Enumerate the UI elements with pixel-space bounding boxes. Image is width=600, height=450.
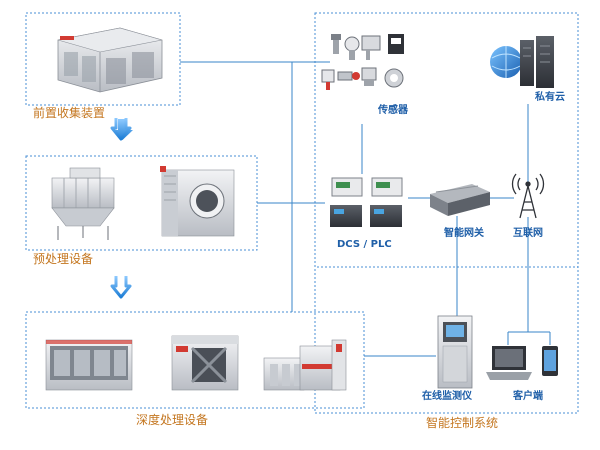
sensor-icon	[344, 36, 360, 60]
sensor-icon	[384, 68, 404, 88]
private-cloud-label: 私有云	[535, 92, 565, 103]
deep-treatment-box	[25, 311, 365, 409]
front-collection-box	[25, 12, 181, 106]
plc-module-icon	[331, 177, 363, 197]
control-system-label: 智能控制系统	[426, 416, 499, 430]
sensor-icon	[361, 35, 381, 60]
sensor-icon	[331, 34, 341, 54]
laptop-icon	[486, 346, 532, 380]
down-arrow-icon	[110, 276, 132, 299]
online-monitor-label: 在线监测仪	[422, 391, 472, 402]
sensor-icon	[388, 34, 404, 54]
deep-treatment-device-1	[45, 339, 133, 391]
connectors	[180, 61, 551, 357]
smartphone-icon	[542, 346, 558, 376]
sensor-icon	[337, 71, 360, 81]
cloud-globe-icon	[490, 46, 522, 78]
smart-gateway-label: 智能网关	[444, 228, 484, 239]
plc-module-icon	[371, 177, 403, 197]
client-label: 客户端	[513, 391, 543, 402]
deep-treatment-label: 深度处理设备	[136, 413, 209, 427]
sensors-label: 传感器	[378, 105, 408, 116]
internet-label: 互联网	[513, 228, 543, 239]
deep-treatment-device-3	[263, 339, 347, 391]
down-arrow-icon	[110, 118, 132, 141]
front-collection-device	[57, 27, 163, 93]
centrifugal-fan-device	[160, 166, 235, 237]
front-collection-label: 前置收集装置	[33, 106, 106, 120]
gateway-icon	[430, 184, 490, 216]
deep-treatment-device-2	[171, 335, 239, 391]
plc-module-icon	[370, 205, 402, 227]
sensor-icon	[361, 67, 377, 86]
dust-collector-device	[51, 167, 115, 240]
sensor-icon	[321, 69, 335, 90]
monitor-cabinet-icon	[437, 315, 473, 389]
antenna-tower-icon	[511, 173, 545, 219]
inner-gateway-box	[314, 12, 579, 268]
dcs-plc-label: DCS / PLC	[337, 239, 392, 250]
server-rack-icon	[520, 36, 554, 88]
pretreatment-label: 预处理设备	[33, 252, 94, 266]
plc-module-icon	[330, 205, 362, 227]
